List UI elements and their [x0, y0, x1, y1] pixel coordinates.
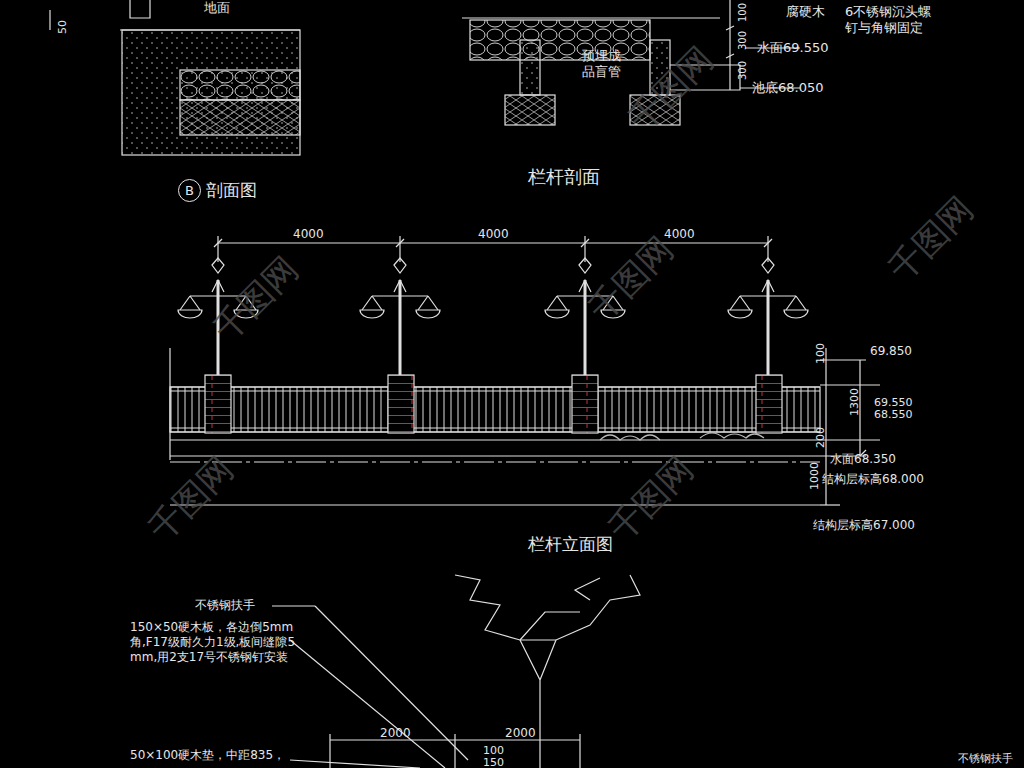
drawing-label: 68.550	[874, 408, 913, 422]
drawing-label: 2000	[505, 726, 536, 741]
drawing-label: 不锈钢扶手	[958, 752, 1013, 766]
drawing-label: 4000	[664, 227, 695, 242]
drawing-label: 50	[56, 20, 70, 34]
drawing-label: 69.550	[874, 396, 913, 410]
drawing-label: 1300	[848, 388, 862, 416]
drawing-label: 腐硬木	[786, 4, 825, 20]
watermark: 千图网	[600, 448, 702, 550]
drawing-label: 150	[483, 756, 504, 768]
drawing-label: 150×50硬木板，各边倒5mm角,F17级耐久力1级,板间缝隙5mm,用2支1…	[130, 620, 302, 665]
drawing-label: 不锈钢扶手	[195, 598, 255, 613]
drawing-label: 1000	[808, 462, 822, 490]
section-letter: B	[185, 183, 194, 198]
drawing-label: 100	[737, 3, 750, 22]
drawing-label: 结构层标高67.000	[813, 518, 915, 533]
section-mark-circle: B	[178, 179, 201, 202]
drawing-label: 预埋成品盲管	[582, 48, 626, 81]
drawing-label: 300	[737, 61, 750, 80]
watermark: 千图网	[140, 448, 242, 550]
drawing-label: 水面68.350	[830, 452, 896, 467]
drawing-label: 100	[483, 744, 504, 758]
drawing-label: 6不锈钢沉头螺钉与角钢固定	[845, 4, 937, 37]
drawing-label: 栏杆立面图	[528, 534, 613, 555]
drawing-label: 300	[737, 31, 750, 50]
watermark: 千图网	[880, 188, 982, 290]
watermark: 千图网	[205, 248, 307, 350]
drawing-label: 结构层标高68.000	[822, 472, 924, 487]
drawing-label: 200	[814, 427, 828, 448]
drawing-label: 100	[814, 343, 828, 364]
drawing-label: 地面	[204, 0, 230, 16]
drawing-label: 剖面图	[206, 180, 257, 201]
drawing-label: 水面69.550	[757, 40, 829, 56]
drawing-label: 4000	[478, 227, 509, 242]
drawing-label: 栏杆剖面	[528, 166, 600, 189]
drawing-label: 池底68.050	[752, 80, 824, 96]
drawing-label: 69.850	[870, 344, 912, 359]
drawing-label: 2000	[380, 726, 411, 741]
drawing-label: 4000	[293, 227, 324, 242]
drawing-label: 50×100硬木垫，中距835，	[130, 748, 285, 763]
